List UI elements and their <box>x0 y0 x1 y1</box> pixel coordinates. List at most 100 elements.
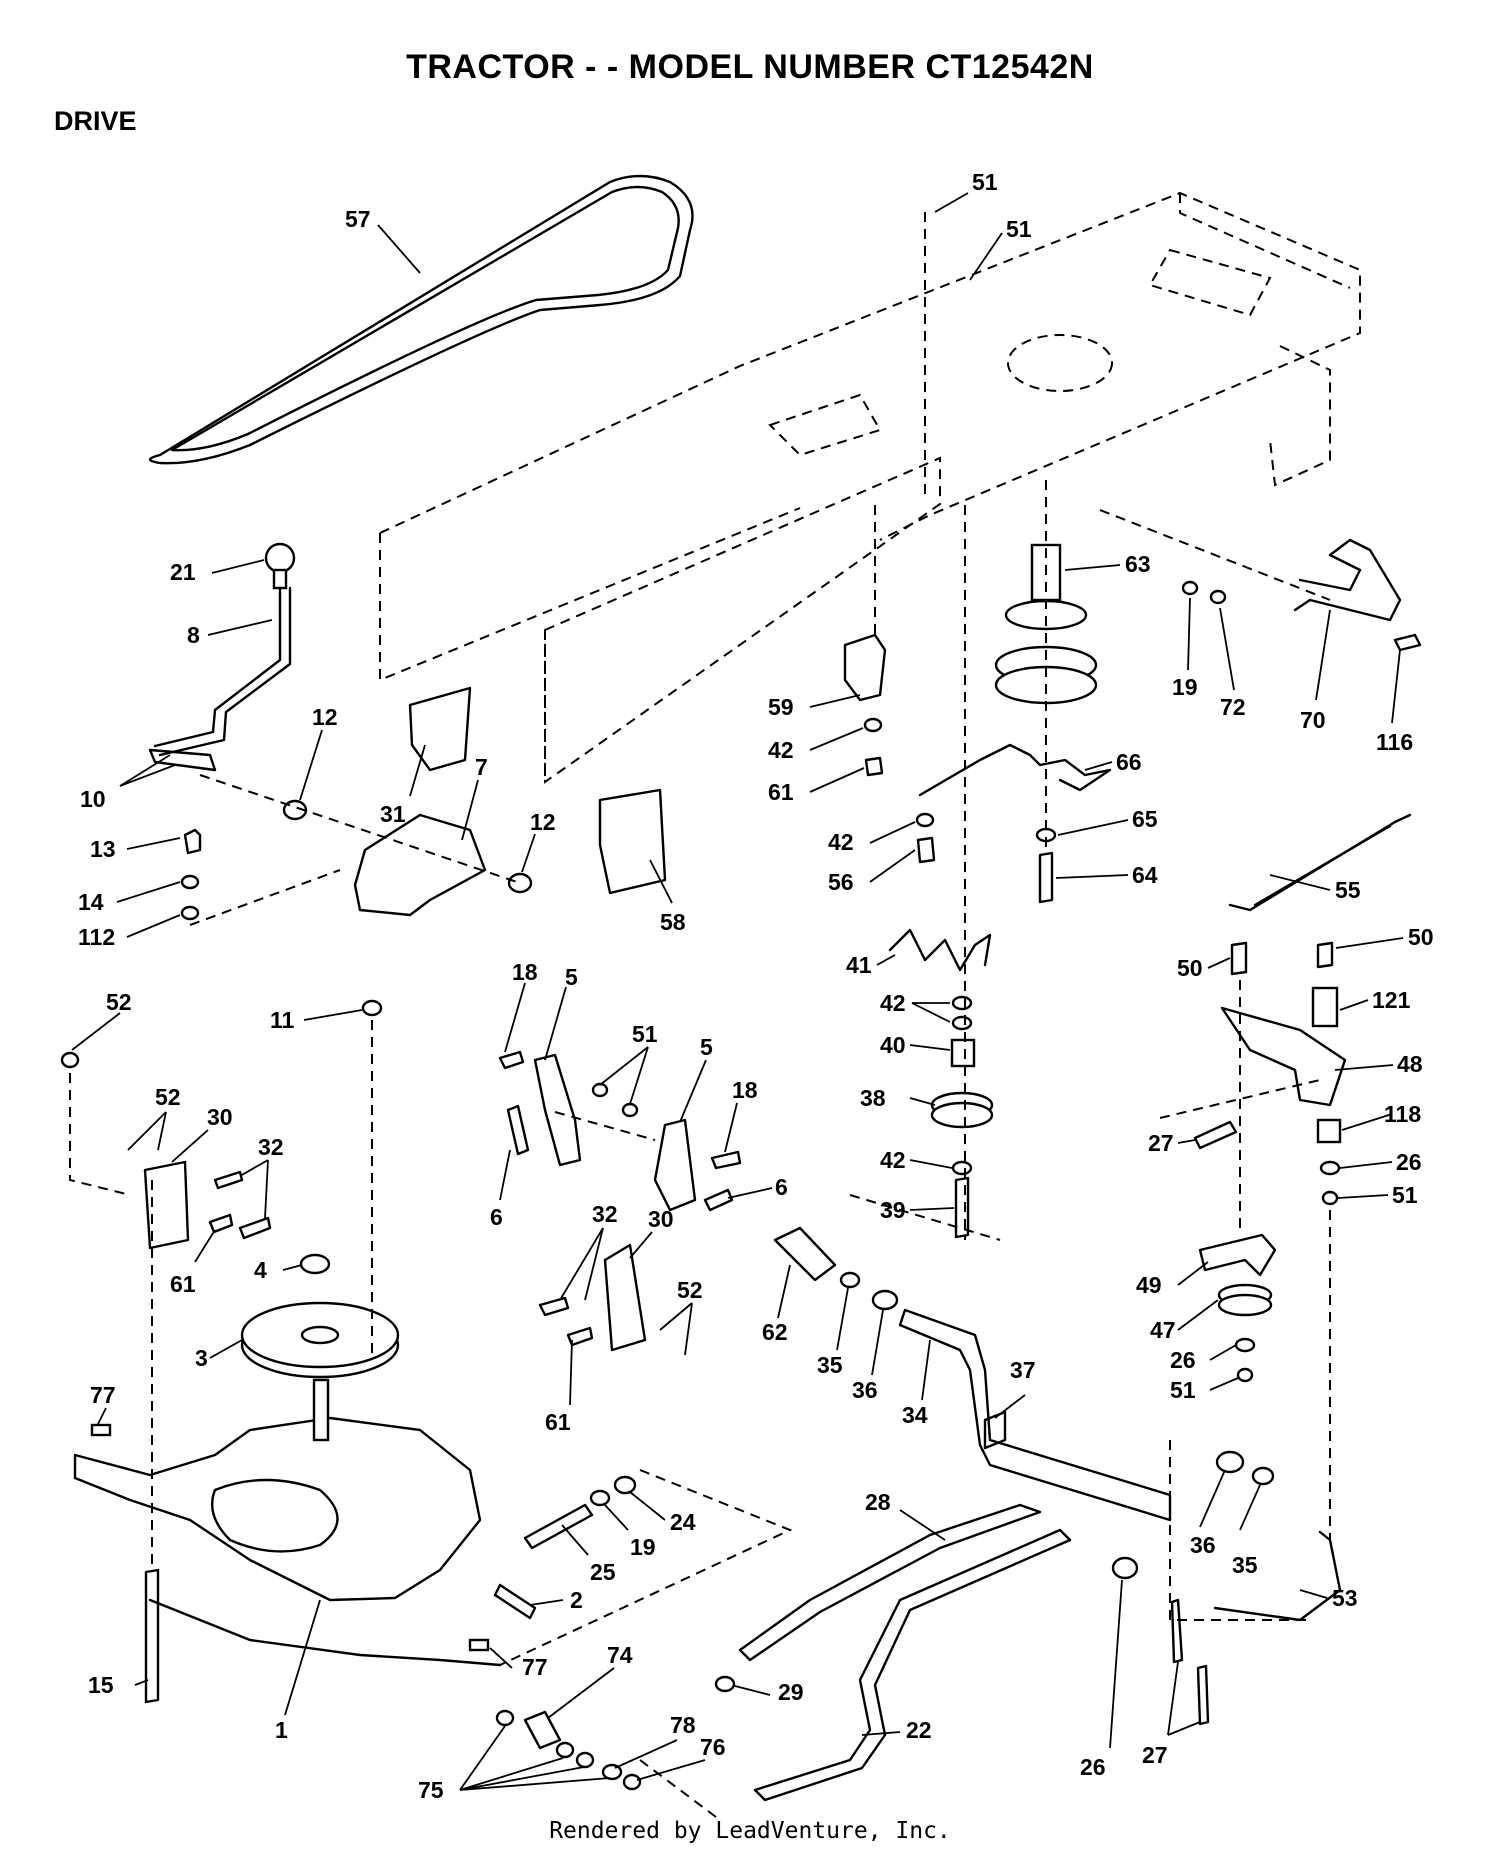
rod-66 <box>918 743 1112 797</box>
bolt-56 <box>916 836 936 864</box>
bolt-61b <box>208 1213 234 1234</box>
callout-7: 7 <box>475 754 488 780</box>
callout-55: 55 <box>1335 877 1361 903</box>
bolt-15 <box>144 1568 160 1704</box>
callout-25: 25 <box>590 1559 616 1585</box>
section-heading: DRIVE <box>54 106 137 136</box>
washer-78 <box>601 1763 623 1781</box>
washer-42c <box>951 995 973 1011</box>
bracket-5a <box>533 1053 582 1167</box>
callout-51e: 51 <box>1170 1377 1196 1403</box>
callout-19a: 19 <box>1172 674 1198 700</box>
transaxle-1 <box>73 1378 502 1667</box>
callout-38: 38 <box>860 1085 886 1111</box>
spring-25 <box>523 1503 594 1550</box>
callout-36a: 36 <box>852 1377 878 1403</box>
snap-ring-4 <box>299 1253 331 1275</box>
callout-15: 15 <box>88 1672 114 1698</box>
callout-51d: 51 <box>632 1021 658 1047</box>
callout-51c: 51 <box>1392 1182 1418 1208</box>
bracket-48 <box>1220 1006 1347 1107</box>
bolt-32a2 <box>238 1216 272 1240</box>
callout-12a: 12 <box>312 704 338 730</box>
callout-77b: 77 <box>522 1654 548 1680</box>
washer-75 <box>495 1709 515 1727</box>
washer-42d <box>951 1160 973 1176</box>
bracket-30b <box>603 1243 647 1352</box>
callout-47: 47 <box>1150 1317 1176 1343</box>
callout-37: 37 <box>1010 1357 1036 1383</box>
callout-40: 40 <box>880 1032 906 1058</box>
callout-26b: 26 <box>1170 1347 1196 1373</box>
callout-31: 31 <box>380 801 406 827</box>
drive-belt-57 <box>148 174 694 465</box>
callout-49: 49 <box>1136 1272 1162 1298</box>
callout-29: 29 <box>778 1679 804 1705</box>
callout-5a: 5 <box>565 964 578 990</box>
callout-36b: 36 <box>1190 1532 1216 1558</box>
callout-62: 62 <box>762 1319 788 1345</box>
callout-78: 78 <box>670 1712 696 1738</box>
callout-19b: 19 <box>630 1534 656 1560</box>
plate-58 <box>598 788 667 895</box>
washer-75b <box>555 1741 575 1759</box>
callout-35b: 35 <box>1232 1552 1258 1578</box>
bolt-18a <box>498 1050 525 1070</box>
nut-51c <box>1321 1190 1339 1206</box>
rod-53 <box>1213 1530 1342 1622</box>
callout-70: 70 <box>1300 707 1326 733</box>
callout-76: 76 <box>700 1734 726 1760</box>
nut-51d2 <box>621 1102 639 1118</box>
callout-27b: 27 <box>1142 1742 1168 1768</box>
bushing-29 <box>714 1675 736 1693</box>
washer-75c <box>575 1751 595 1769</box>
bolt-6b <box>703 1188 734 1212</box>
callout-35a: 35 <box>817 1352 843 1378</box>
frame-outline <box>379 191 1361 784</box>
sleeve-62 <box>773 1226 837 1282</box>
callout-57: 57 <box>345 206 371 232</box>
callout-42b: 42 <box>828 829 854 855</box>
callout-28: 28 <box>865 1489 891 1515</box>
bolt-50a <box>1230 941 1248 976</box>
callout-50b: 50 <box>1177 955 1203 981</box>
nut-52a <box>60 1051 80 1069</box>
callout-22: 22 <box>906 1717 932 1743</box>
bracket-5b <box>653 1118 697 1212</box>
bolt-39 <box>954 1176 970 1239</box>
callout-74: 74 <box>607 1642 633 1668</box>
callout-1: 1 <box>275 1717 288 1743</box>
callout-121: 121 <box>1372 987 1411 1013</box>
bolt-116 <box>1393 633 1422 652</box>
callout-64: 64 <box>1132 862 1158 888</box>
callout-42d: 42 <box>880 1147 906 1173</box>
diagram-title: TRACTOR - - MODEL NUMBER CT12542N <box>406 48 1094 86</box>
bracket-49 <box>1198 1233 1277 1277</box>
pulley-47 <box>1217 1283 1273 1317</box>
spacer-118 <box>1316 1118 1342 1144</box>
callout-61a: 61 <box>768 779 794 805</box>
callout-75: 75 <box>418 1777 444 1803</box>
shaft-34 <box>898 1308 1172 1522</box>
callout-41: 41 <box>846 952 872 978</box>
washer-112 <box>180 905 200 921</box>
washer-42b <box>915 812 935 828</box>
callout-61c: 61 <box>545 1409 571 1435</box>
callout-26c: 26 <box>1080 1754 1106 1780</box>
callout-26a: 26 <box>1396 1149 1422 1175</box>
washer-11 <box>361 999 383 1017</box>
nut-19b <box>589 1489 611 1507</box>
callout-32b: 32 <box>592 1201 618 1227</box>
washer-35b <box>1251 1466 1275 1486</box>
callout-14: 14 <box>78 889 104 915</box>
callout-18a: 18 <box>512 959 538 985</box>
callout-8: 8 <box>187 622 200 648</box>
washer-36b <box>1215 1450 1245 1474</box>
washer-42c2 <box>951 1015 973 1031</box>
callout-30a: 30 <box>207 1104 233 1130</box>
callout-59: 59 <box>768 694 794 720</box>
callout-48: 48 <box>1397 1051 1423 1077</box>
callout-52c: 52 <box>677 1277 703 1303</box>
callout-21: 21 <box>170 559 196 585</box>
